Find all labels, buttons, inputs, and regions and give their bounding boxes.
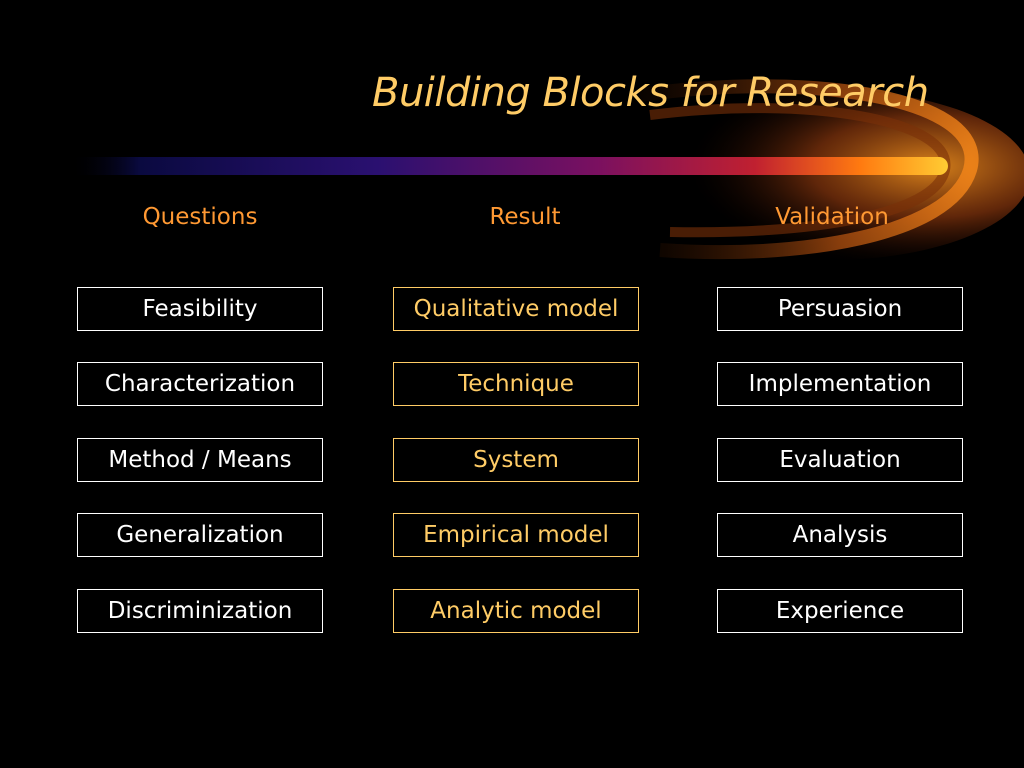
column-header-questions: Questions bbox=[142, 204, 258, 230]
questions-item: Generalization bbox=[77, 513, 323, 557]
questions-item: Discriminization bbox=[77, 589, 323, 633]
validation-item: Evaluation bbox=[717, 438, 963, 482]
questions-item: Characterization bbox=[77, 362, 323, 406]
column-header-result: Result bbox=[489, 204, 561, 230]
column-header-validation: Validation bbox=[775, 204, 889, 230]
result-item: System bbox=[393, 438, 639, 482]
validation-item: Analysis bbox=[717, 513, 963, 557]
slide-title: Building Blocks for Research bbox=[372, 70, 929, 116]
validation-item: Implementation bbox=[717, 362, 963, 406]
validation-item: Persuasion bbox=[717, 287, 963, 331]
result-item: Technique bbox=[393, 362, 639, 406]
questions-item: Feasibility bbox=[77, 287, 323, 331]
result-item: Analytic model bbox=[393, 589, 639, 633]
result-item: Qualitative model bbox=[393, 287, 639, 331]
validation-item: Experience bbox=[717, 589, 963, 633]
questions-item: Method / Means bbox=[77, 438, 323, 482]
result-item: Empirical model bbox=[393, 513, 639, 557]
